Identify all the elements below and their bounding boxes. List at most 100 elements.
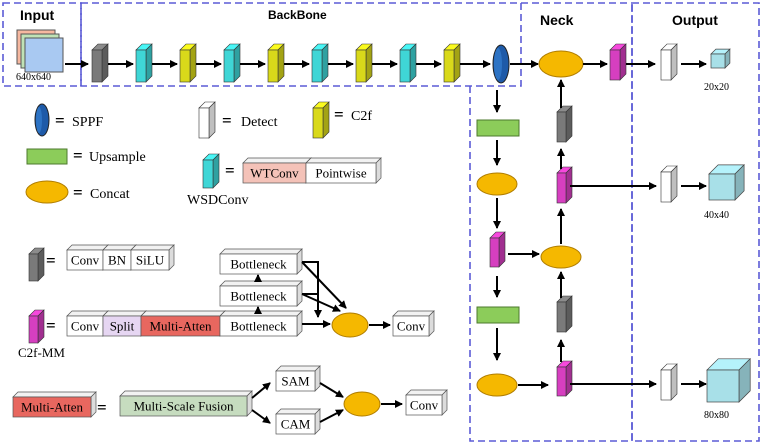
backbone-c2f-block-7 <box>355 43 373 83</box>
c2f-mm-multi-atten-box-label: Multi-Atten <box>149 319 212 334</box>
svg-text:=: = <box>46 251 56 270</box>
pointwise-box: Pointwise <box>305 157 382 184</box>
silu-box-label: SiLU <box>136 253 165 268</box>
input-frame <box>2 2 82 87</box>
legend-upsample-label: Upsample <box>89 150 146 165</box>
backbone-wsdconv-block-2 <box>135 43 153 83</box>
backbone-c2f-block-5 <box>267 43 285 83</box>
wsdconv-icon <box>202 153 220 189</box>
backbone-wsdconv-block-4 <box>223 43 241 83</box>
c2f-mm-icon <box>28 309 45 344</box>
backbone-title: BackBone <box>268 8 327 22</box>
neck-title: Neck <box>540 12 574 28</box>
silu-box: SiLU <box>130 244 175 271</box>
cam-box: CAM <box>275 408 321 435</box>
neck-c2f-mm-block-bottom <box>556 360 573 397</box>
multi-atten-out-conv-box: Conv <box>405 389 448 416</box>
arrow-icon <box>319 382 344 398</box>
multi-atten-concat <box>343 391 381 417</box>
neck-c2f-mm-block-mid <box>556 166 573 204</box>
neck-concat-right-1 <box>540 245 582 269</box>
detect-block-2 <box>660 165 678 203</box>
conv-box-label: Conv <box>71 253 100 268</box>
svg-text:=: = <box>334 105 344 124</box>
bottleneck-box-1-label: Bottleneck <box>230 319 287 334</box>
output-size-label-2: 40x40 <box>704 210 729 221</box>
output-cube-40 <box>708 164 745 201</box>
bottleneck-box-3-label: Bottleneck <box>230 257 287 272</box>
multi-atten-detail: Multi-Atten = Multi-Scale Fusion SAM CAM Conv <box>12 365 448 435</box>
neck-c2f-mm-block-left <box>489 231 506 268</box>
arrow-icon <box>301 261 347 309</box>
neck-conv-block-2 <box>556 295 573 333</box>
arrow-icon <box>319 409 344 423</box>
arrow-icon <box>302 261 322 318</box>
legend-concat-label: Concat <box>90 187 130 202</box>
neck-concat-left-1 <box>476 172 518 196</box>
detect-block-3 <box>660 363 678 401</box>
multi-atten-box: Multi-Atten <box>12 391 97 418</box>
neck-upsample-2 <box>476 306 520 324</box>
pointwise-box-label: Pointwise <box>315 166 367 181</box>
c2f-mm-out-conv-box-label: Conv <box>397 319 426 334</box>
conv-bn-silu-detail: Conv BN SiLU <box>66 244 175 271</box>
multi-atten-out-conv-box-label: Conv <box>410 398 439 413</box>
wtconv-box-label: WTConv <box>250 166 299 181</box>
sam-box-label: SAM <box>281 374 310 389</box>
legend-c2f-icon <box>312 101 330 139</box>
arrow-icon <box>251 409 271 424</box>
c2f-mm-conv-box: Conv <box>66 310 109 337</box>
neck-frame <box>469 3 633 442</box>
output-frame <box>631 2 760 442</box>
output-cube-20 <box>710 48 731 69</box>
legend-wsdconv-label: WSDConv <box>187 193 248 208</box>
detect-icon <box>198 101 216 139</box>
sppf-block <box>492 44 510 84</box>
c2f-icon <box>312 101 330 139</box>
neck-c2f-mm-block-top <box>609 43 627 81</box>
split-box-label: Split <box>110 319 135 334</box>
legend-detect-icon <box>198 101 216 139</box>
legend-equals: = <box>55 111 65 130</box>
conv-icon <box>28 247 45 282</box>
backbone-c2f-block-9 <box>443 43 461 83</box>
legend-sppf-label: SPPF <box>72 115 103 130</box>
backbone-wsdconv-block-8 <box>399 43 417 83</box>
sam-box: SAM <box>275 365 321 392</box>
neck-conv-block-1 <box>556 105 573 143</box>
legend-detect-label: Detect <box>241 115 278 130</box>
legend-upsample-icon <box>26 148 68 165</box>
backbone-conv-block-1 <box>91 43 109 83</box>
c2f-mm-out-conv-box: Conv <box>392 310 435 337</box>
svg-text:=: = <box>222 111 232 130</box>
svg-text:=: = <box>73 146 83 165</box>
svg-text:=: = <box>46 316 56 335</box>
legend-sppf-icon <box>34 103 50 137</box>
detect-block-1 <box>660 43 678 81</box>
wtconv-box: WTConv <box>242 157 312 184</box>
arrow-icon <box>251 382 271 399</box>
c2f-mm-concat <box>331 312 369 338</box>
bottleneck-box-1: Bottleneck <box>219 310 303 337</box>
cam-box-label: CAM <box>281 417 311 432</box>
multi-scale-fusion-box-label: Multi-Scale Fusion <box>133 399 234 414</box>
multi-scale-fusion-box: Multi-Scale Fusion <box>119 390 253 417</box>
split-box: Split <box>102 310 147 337</box>
c2f-mm-multi-atten-box: Multi-Atten <box>140 310 226 337</box>
neck-upsample-1 <box>476 119 520 137</box>
backbone-wsdconv-block-6 <box>311 43 329 83</box>
multi-atten-box-label: Multi-Atten <box>21 400 84 415</box>
legend-c2f-mm-label: C2f-MM <box>18 345 65 360</box>
backbone-frame <box>80 2 522 87</box>
output-size-label-1: 20x20 <box>704 82 729 93</box>
wsdconv-detail: WTConv Pointwise <box>242 157 382 184</box>
bn-box-label: BN <box>108 253 127 268</box>
input-size-label: 640x640 <box>16 72 51 83</box>
legend-c2f-mm-icon <box>28 309 45 344</box>
legend-equals: = <box>97 398 107 417</box>
c2f-mm-conv-box-label: Conv <box>71 319 100 334</box>
backbone-c2f-block-3 <box>179 43 197 83</box>
legend-conv-icon <box>28 247 45 282</box>
